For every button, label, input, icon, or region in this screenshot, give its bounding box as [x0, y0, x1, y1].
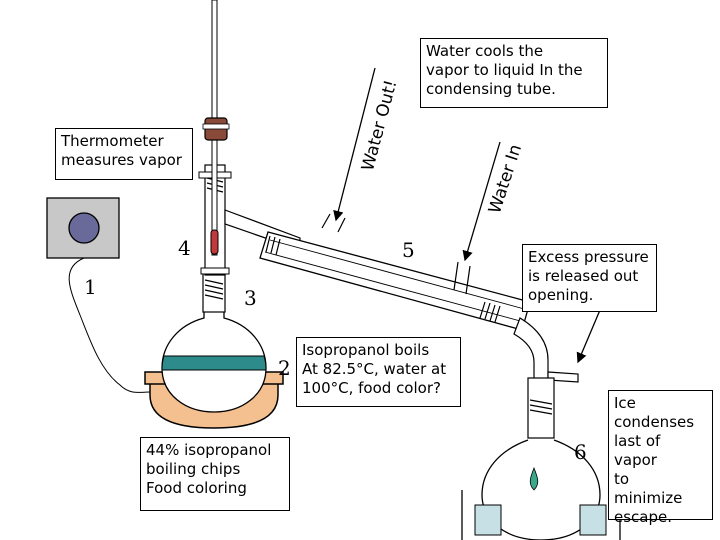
arrow-water-out [333, 67, 376, 222]
step-5: 5 [402, 238, 415, 262]
step-6: 6 [574, 440, 587, 464]
power-cord [68, 257, 151, 393]
stopper [202, 117, 230, 141]
excess-pressure-callout: Excess pressure is released out opening. [522, 244, 657, 312]
step-3: 3 [244, 286, 257, 310]
arrow-excess [576, 309, 601, 364]
mixture-callout: 44% isopropanol boiling chips Food color… [140, 437, 290, 511]
boiling-flask [161, 308, 267, 413]
droplet-icon [529, 466, 539, 491]
step-4: 4 [178, 236, 191, 260]
receiving-flask [481, 439, 601, 540]
knob-icon [68, 212, 100, 244]
ice-callout: Ice condenses last of vapor to minimize … [608, 390, 713, 526]
condenser [259, 213, 531, 331]
step-1: 1 [84, 275, 97, 299]
hot-plate-control [46, 197, 120, 259]
isopropanol-callout: Isopropanol boils At 82.5°C, water at 10… [296, 337, 461, 407]
water-cools-callout: Water cools the vapor to liquid In the c… [420, 38, 608, 108]
arrow-water-in [462, 141, 501, 262]
thermometer-callout: Thermometer measures vapor [55, 128, 193, 180]
step-2: 2 [278, 356, 291, 380]
